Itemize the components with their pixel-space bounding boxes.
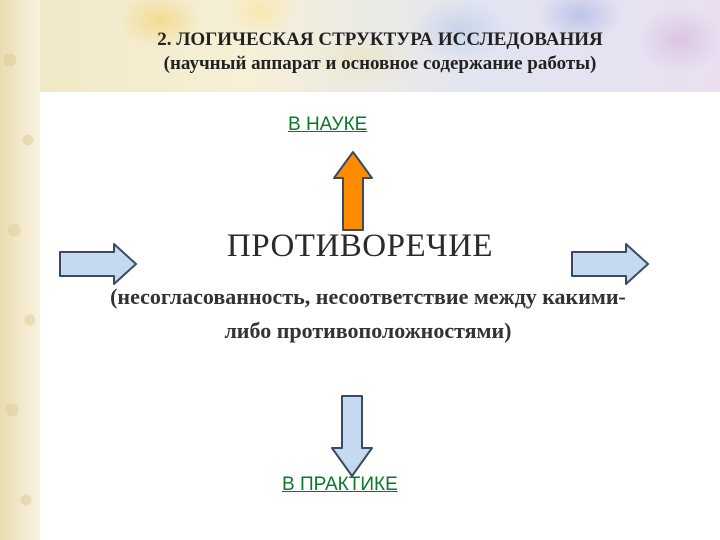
header-floral-band (40, 0, 720, 92)
center-term: ПРОТИВОРЕЧИЕ (226, 228, 494, 264)
slide-title: 2. ЛОГИЧЕСКАЯ СТРУКТУРА ИССЛЕДОВАНИЯ (157, 29, 603, 50)
slide-subtitle: (научный аппарат и основное содержание р… (163, 53, 597, 74)
right-arrow-icon (570, 242, 650, 286)
slide-title-block: 2. ЛОГИЧЕСКАЯ СТРУКТУРА ИССЛЕДОВАНИЯ (на… (40, 28, 720, 76)
up-arrow-icon (332, 150, 374, 232)
left-decorative-strip (0, 0, 40, 540)
left-arrow-icon (58, 242, 138, 286)
down-arrow-icon (330, 394, 374, 478)
label-in-science: В НАУКЕ (288, 114, 368, 135)
label-in-practice: В ПРАКТИКЕ (282, 474, 398, 495)
explanation-line-2: либо противоположностями) (224, 318, 512, 343)
explanation-block: (несогласованность, несоответствие между… (28, 280, 708, 348)
explanation-line-1: (несогласованность, несоответствие между… (110, 284, 626, 309)
